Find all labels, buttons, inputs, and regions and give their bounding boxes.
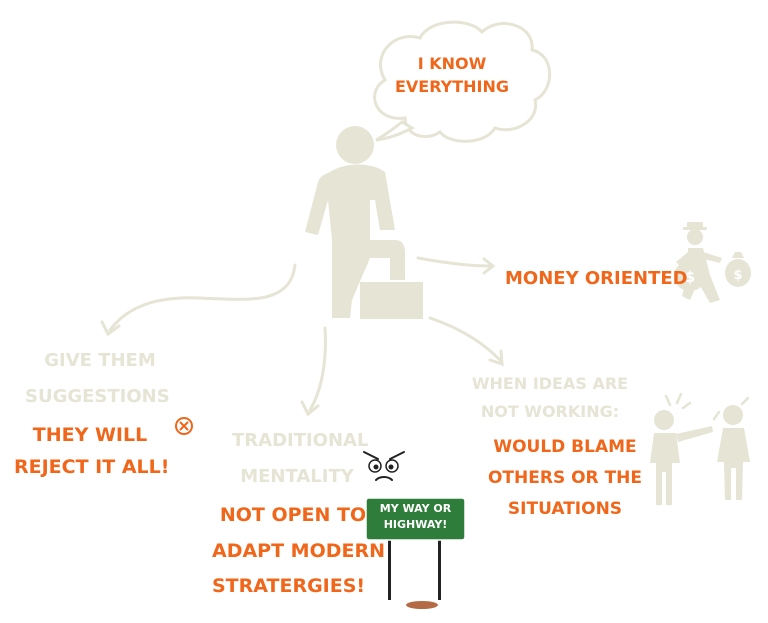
suggestions-heading-line2: Suggestions bbox=[25, 386, 170, 407]
sign-text-line2: HIGHWAY! bbox=[383, 518, 448, 531]
traditional-detail-line1: Not open to bbox=[219, 504, 367, 526]
blame-detail-line3: situations bbox=[507, 499, 623, 519]
svg-text:$: $ bbox=[685, 268, 695, 286]
traditional-detail-line2: adapt modern bbox=[212, 540, 386, 562]
sign-text-line1: MY WAY OR bbox=[379, 502, 452, 515]
money-oriented-label: Money oriented bbox=[505, 268, 688, 289]
traditional-heading-line2: mentality bbox=[240, 466, 354, 487]
bubble-text-line2: EVERYTHING bbox=[394, 77, 510, 96]
blame-heading-line1: when ideas are bbox=[471, 374, 629, 393]
reject-text-line2: reject it all! bbox=[14, 456, 170, 478]
blame-detail-line1: would blame bbox=[493, 437, 637, 457]
suggestions-heading-line1: Give Them bbox=[44, 350, 156, 371]
svg-text:$: $ bbox=[733, 268, 742, 283]
blame-heading-line2: not working: bbox=[480, 402, 620, 421]
reject-text-line1: They will bbox=[32, 424, 148, 446]
blame-detail-line2: others or the bbox=[487, 468, 643, 488]
traditional-heading-line1: Traditional bbox=[232, 430, 369, 451]
traditional-detail-line3: stratergies! bbox=[212, 575, 366, 597]
bubble-text-line1: I KNOW bbox=[417, 54, 487, 73]
